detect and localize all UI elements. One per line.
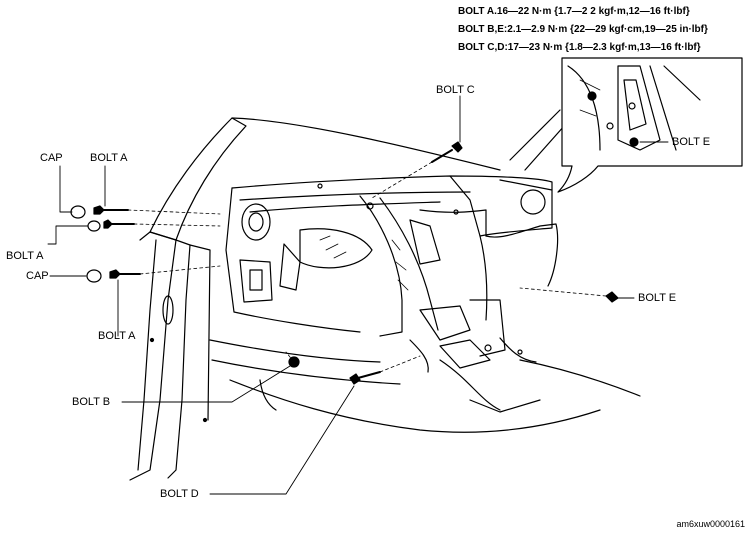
figure-code: am6xuw0000161	[676, 519, 745, 529]
windshield-frame	[231, 109, 566, 171]
steering-column	[409, 337, 537, 373]
bolts	[70, 141, 619, 385]
label-bolt-b: BOLT B	[72, 396, 111, 408]
label-bolt-d: BOLT D	[160, 488, 199, 500]
label-bolt-a-low: BOLT A	[98, 330, 136, 342]
detail-inset	[557, 57, 743, 193]
label-bolt-e-inset: BOLT E	[672, 136, 711, 148]
floor-pan	[209, 339, 641, 433]
label-bolt-e: BOLT E	[638, 292, 677, 304]
leader-lines	[47, 95, 635, 495]
spec-bolt-a: BOLT A.16—22 N·m {1.7—2 2 kgf·m,12—16 ft…	[458, 6, 690, 17]
cap-a-mid	[87, 220, 101, 232]
dashboard	[225, 175, 559, 357]
spec-bolt-c-d: BOLT C,D:17—23 N·m {1.8—2.3 kgf·m,13—16 …	[458, 42, 701, 53]
label-cap-top: CAP	[40, 152, 63, 164]
spec-bolt-b-e: BOLT B,E:2.1—2.9 N·m {22—29 kgf·cm,19—25…	[458, 24, 708, 35]
label-bolt-a-mid: BOLT A	[6, 250, 44, 262]
label-cap-mid: CAP	[26, 270, 49, 282]
a-pillar	[129, 117, 247, 481]
label-bolt-a-top: BOLT A	[90, 152, 128, 164]
label-bolt-c: BOLT C	[436, 84, 475, 96]
cap-top	[70, 205, 86, 219]
